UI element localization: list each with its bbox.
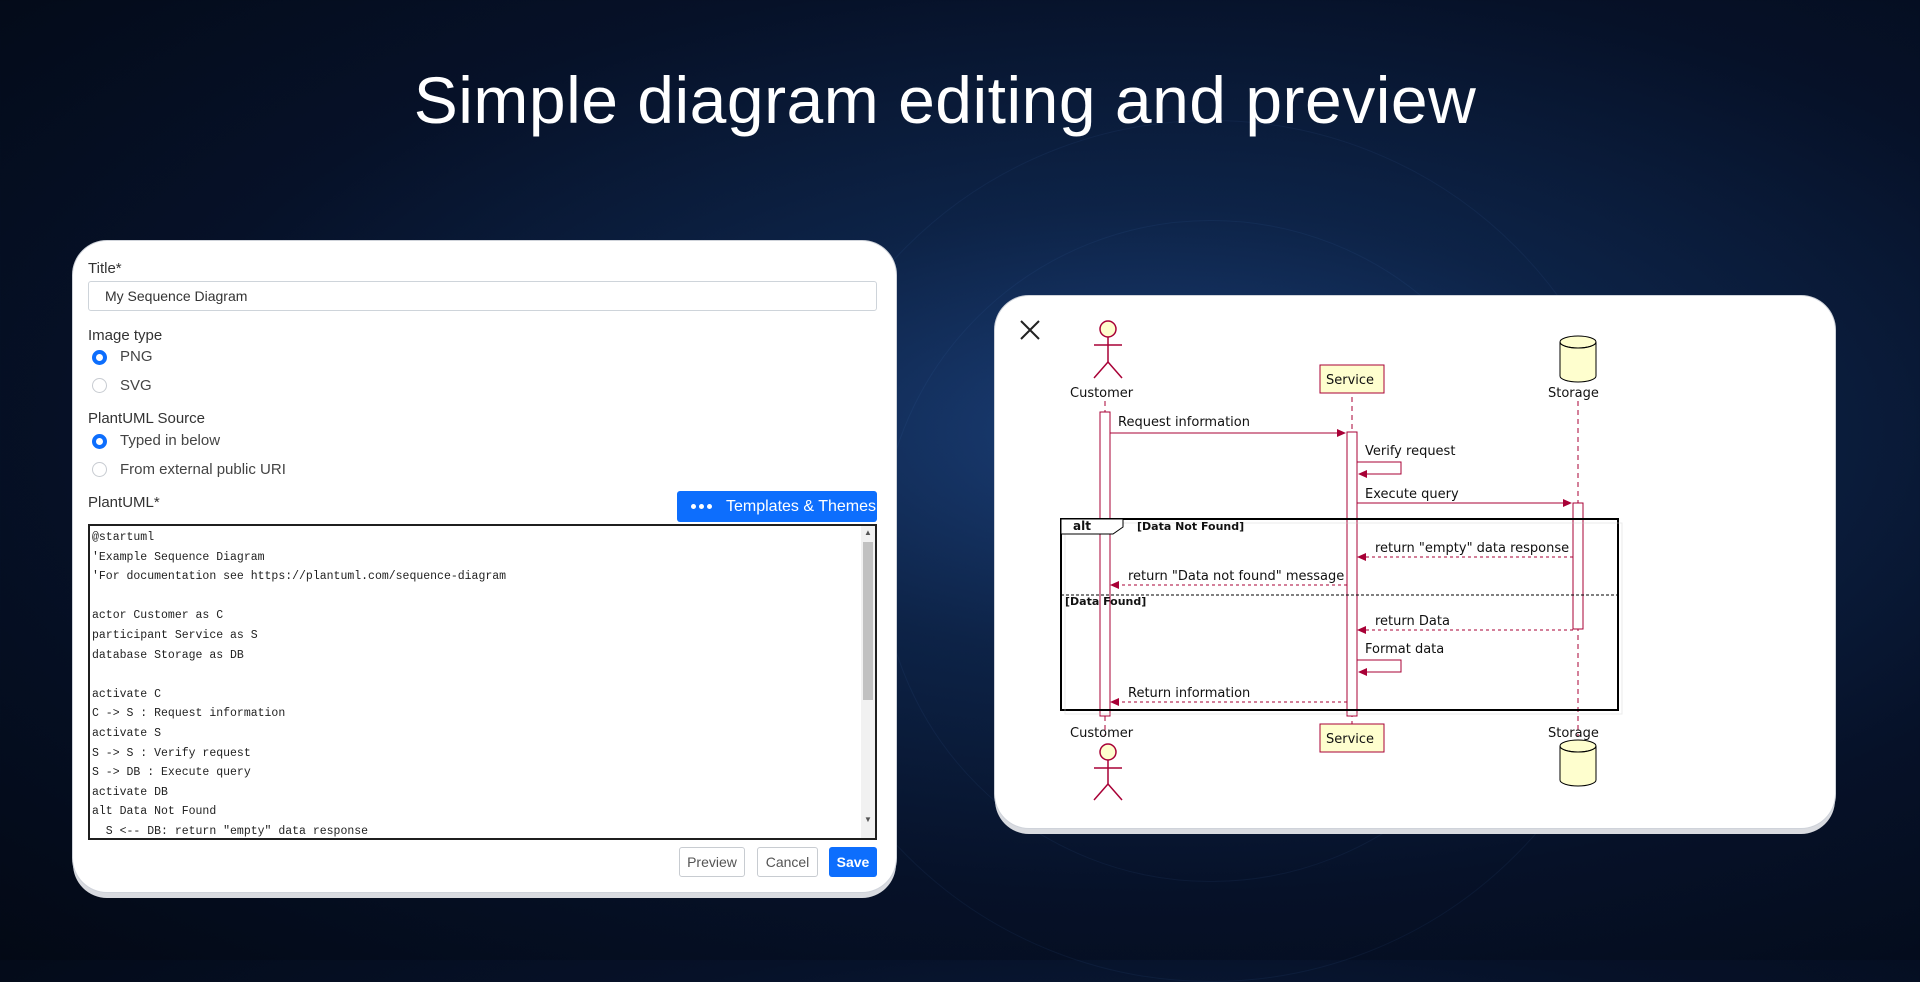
participant-storage-bottom: Storage: [1548, 726, 1599, 741]
participant-service-top: Service: [1326, 373, 1374, 388]
activation-storage: [1572, 502, 1584, 630]
msg-return-data: return Data: [1375, 614, 1450, 629]
sequence-diagram: Customer Service Storage Request informa…: [1060, 320, 1623, 801]
editor-scrollbar[interactable]: ▲ ▼: [861, 526, 875, 838]
radio-external-uri[interactable]: [92, 462, 107, 477]
participant-service-bottom-box: [1319, 723, 1385, 753]
alt-guard-not-found: [Data Not Found]: [1137, 520, 1244, 533]
msg-execute-query: Execute query: [1365, 487, 1459, 502]
templates-themes-label: Templates & Themes: [726, 497, 876, 515]
alt-frame-tab: [1060, 518, 1124, 535]
cancel-button[interactable]: Cancel: [757, 847, 818, 877]
plantuml-label: PlantUML*: [88, 494, 160, 511]
radio-png[interactable]: [92, 350, 107, 365]
database-storage-top-icon: [1559, 335, 1597, 383]
title-label: Title*: [88, 260, 122, 277]
close-icon[interactable]: [1018, 318, 1042, 342]
title-input[interactable]: My Sequence Diagram: [88, 281, 877, 311]
save-button[interactable]: Save: [829, 847, 877, 877]
msg-format-data: Format data: [1365, 642, 1444, 657]
page-headline: Simple diagram editing and preview: [413, 63, 1477, 137]
participant-service-top-box: [1319, 364, 1385, 394]
radio-svg[interactable]: [92, 378, 107, 393]
radio-typed-in[interactable]: [92, 434, 107, 449]
alt-frame: [1060, 518, 1619, 711]
alt-guard-found: [Data Found]: [1065, 595, 1146, 608]
msg-verify-request: Verify request: [1365, 444, 1455, 459]
plantuml-code-text[interactable]: @startuml 'Example Sequence Diagram 'For…: [92, 531, 507, 838]
preview-button[interactable]: Preview: [679, 847, 745, 877]
scroll-up-icon[interactable]: ▲: [864, 528, 872, 537]
templates-themes-button[interactable]: Templates & Themes: [677, 491, 877, 522]
participant-storage-top: Storage: [1548, 386, 1599, 401]
radio-svg-label[interactable]: SVG: [120, 377, 152, 394]
activation-customer: [1099, 411, 1111, 717]
participant-customer-top: Customer: [1070, 386, 1134, 401]
plantuml-code-editor[interactable]: @startuml 'Example Sequence Diagram 'For…: [88, 524, 877, 840]
scrollbar-thumb[interactable]: [863, 542, 873, 700]
scroll-down-icon[interactable]: ▼: [864, 815, 872, 824]
msg-request-information: Request information: [1118, 415, 1250, 430]
source-label: PlantUML Source: [88, 410, 205, 427]
activation-service: [1346, 431, 1358, 717]
actor-customer-bottom-icon: [1093, 743, 1123, 801]
diagram-editor-panel: Title* My Sequence Diagram Image type PN…: [73, 241, 896, 892]
participant-service-bottom: Service: [1326, 732, 1374, 747]
radio-png-label[interactable]: PNG: [120, 348, 153, 365]
database-storage-bottom-icon: [1559, 739, 1597, 787]
participant-customer-bottom: Customer: [1070, 726, 1134, 741]
radio-typed-in-label[interactable]: Typed in below: [120, 432, 221, 449]
more-dots-icon: [691, 504, 712, 509]
arrow-verify-request: [1357, 461, 1402, 475]
msg-return-not-found: return "Data not found" message: [1128, 569, 1344, 584]
msg-return-information: Return information: [1128, 686, 1250, 701]
msg-return-empty: return "empty" data response: [1375, 541, 1569, 556]
image-type-label: Image type: [88, 327, 163, 344]
diagram-preview-panel: Customer Service Storage Request informa…: [995, 296, 1835, 828]
radio-external-uri-label[interactable]: From external public URI: [120, 461, 286, 478]
alt-label: alt: [1073, 519, 1091, 533]
actor-customer-top-icon: [1093, 320, 1123, 379]
arrow-format-data: [1357, 659, 1402, 673]
